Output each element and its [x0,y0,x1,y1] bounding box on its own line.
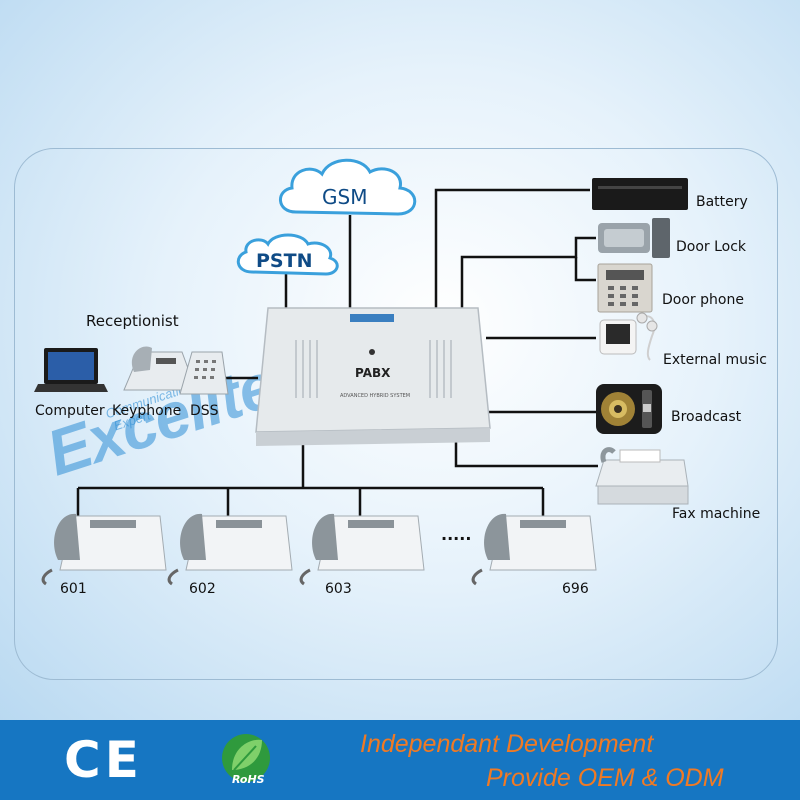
pabx-label: PABX [355,366,391,380]
extension-label-603: 603 [325,581,352,597]
extension-phone-603-icon [299,513,425,586]
pabx-unit-icon [255,307,491,446]
receptionist-label: Receptionist [86,312,179,330]
door-phone-icon [597,263,653,313]
laptop-icon [34,348,108,392]
extension-phone-601-icon [41,513,167,586]
extension-phone-696-icon [471,513,597,586]
extension-label-696: 696 [562,581,589,597]
pabx-subtitle: ADVANCED HYBRID SYSTEM [340,393,411,399]
dss-console-icon [179,351,229,395]
battery-icon [592,178,688,210]
diagram-frame [14,148,778,680]
slogan-line-1: Independant Development [360,730,654,758]
door-lock-icon [598,218,670,258]
gsm-label: GSM [322,185,368,209]
extensions-ellipsis: ..... [441,525,472,544]
battery-label: Battery [696,194,748,210]
door-phone-label: Door phone [662,292,744,308]
ce-mark: CE [64,731,143,789]
footer-bar [0,720,800,800]
slogan-line-2: Provide OEM & ODM [486,764,724,792]
music-player-icon [599,312,658,361]
door-lock-label: Door Lock [676,239,747,255]
extension-label-601: 601 [60,581,87,597]
keyphone-icon [123,346,197,391]
fax-machine-label: Fax machine [672,506,761,522]
connection-lines [76,188,598,520]
extension-phone-602-icon [167,513,293,586]
external-music-label: External music [663,352,767,368]
keyphone-label: Keyphone [112,403,182,419]
gsm-cloud-icon [279,158,417,216]
fax-machine-icon [595,447,689,505]
extension-label-602: 602 [189,581,216,597]
broadcast-label: Broadcast [671,409,742,425]
pstn-label: PSTN [256,250,313,272]
computer-label: Computer [35,403,105,419]
dss-label: DSS [190,403,219,419]
speaker-icon [596,384,662,434]
pstn-cloud-icon [236,233,339,276]
